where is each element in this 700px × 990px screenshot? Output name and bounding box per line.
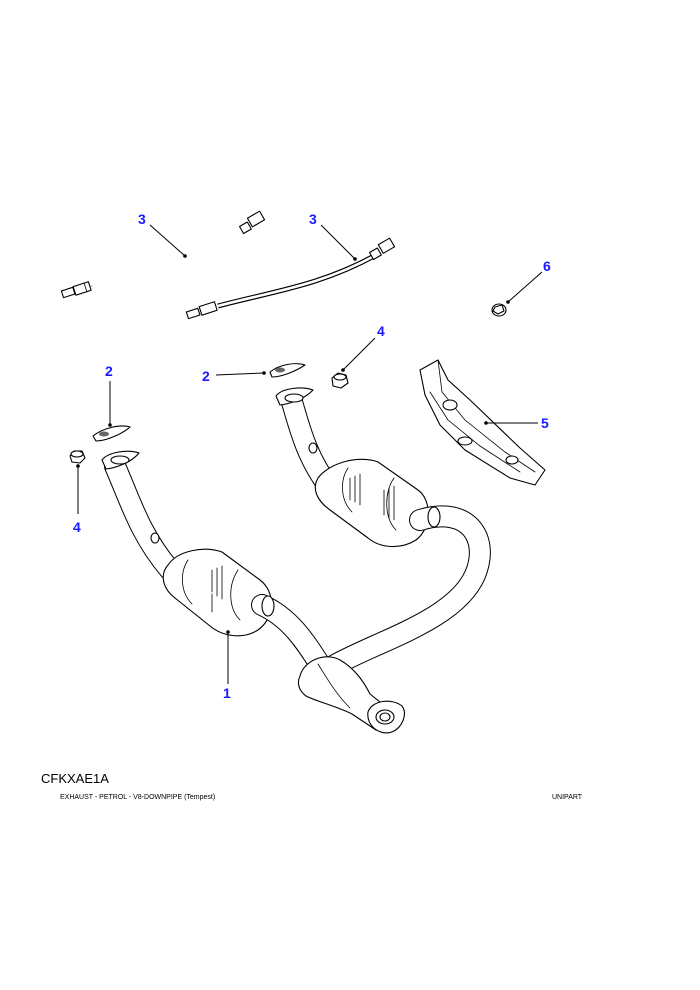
callout-4-right: 4	[341, 323, 385, 372]
callout-2-right: 2	[202, 368, 266, 384]
heat-shield-bracket	[419, 359, 546, 486]
diagram-code: CFKXAE1A	[41, 771, 109, 786]
callout-label-3-right: 3	[309, 211, 317, 227]
oxygen-sensor-harness-left	[60, 210, 266, 299]
diagram-caption: EXHAUST - PETROL - V8-DOWNPIPE (Tempest)	[60, 794, 216, 801]
callout-label-1: 1	[223, 685, 231, 701]
converter-ribs-right	[349, 473, 395, 521]
flange-nut-right	[331, 372, 349, 389]
oxygen-sensor-harness-right	[185, 237, 396, 320]
callout-3-right: 3	[309, 211, 357, 261]
callout-label-6: 6	[543, 258, 551, 274]
brand-label: UNIPART	[552, 794, 583, 801]
flange-nut-left	[69, 450, 86, 464]
callout-1: 1	[223, 630, 231, 701]
callout-6: 6	[506, 258, 551, 304]
callout-label-4-left: 4	[73, 519, 81, 535]
callout-label-5: 5	[541, 415, 549, 431]
callout-5: 5	[484, 415, 549, 431]
gasket-left	[92, 425, 131, 442]
callout-label-2-right: 2	[202, 368, 210, 384]
converter-ribs-left	[211, 565, 223, 613]
callout-label-3-left: 3	[138, 211, 146, 227]
callout-2-left: 2	[105, 363, 113, 427]
callout-3-left: 3	[138, 211, 187, 258]
callout-4-left: 4	[73, 464, 81, 535]
callout-label-2-left: 2	[105, 363, 113, 379]
gasket-right	[269, 363, 306, 378]
downpipe-assembly	[101, 387, 491, 734]
callout-label-4-right: 4	[377, 323, 385, 339]
washer-nut	[491, 303, 507, 317]
